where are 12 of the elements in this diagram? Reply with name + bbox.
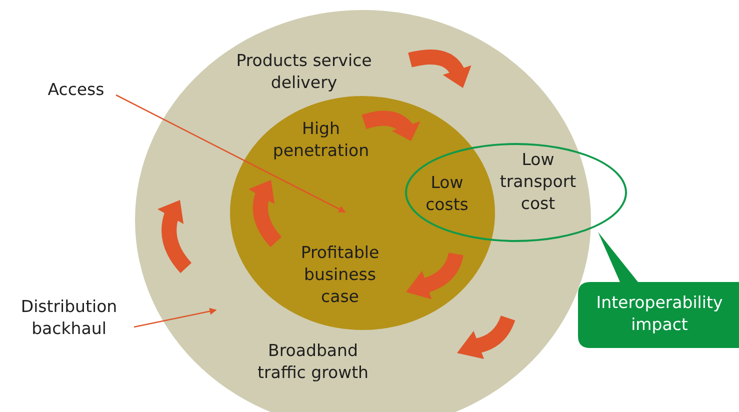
leader-arrow — [134, 308, 217, 328]
node-label: Broadband traffic growth — [256, 340, 370, 384]
highlight-ellipse — [405, 143, 627, 242]
node-label: Low costs — [424, 172, 470, 216]
label-text: Distribution backhaul — [20, 296, 118, 340]
leader-arrow — [116, 94, 346, 213]
node-label: Products service delivery — [235, 50, 373, 94]
node-label: Low transport cost — [498, 149, 578, 215]
callout-text: Interoperability impact — [595, 292, 724, 336]
label-text: Access — [46, 79, 106, 101]
node-label: Profitable business case — [300, 242, 380, 308]
node-label: High penetration — [272, 118, 370, 162]
